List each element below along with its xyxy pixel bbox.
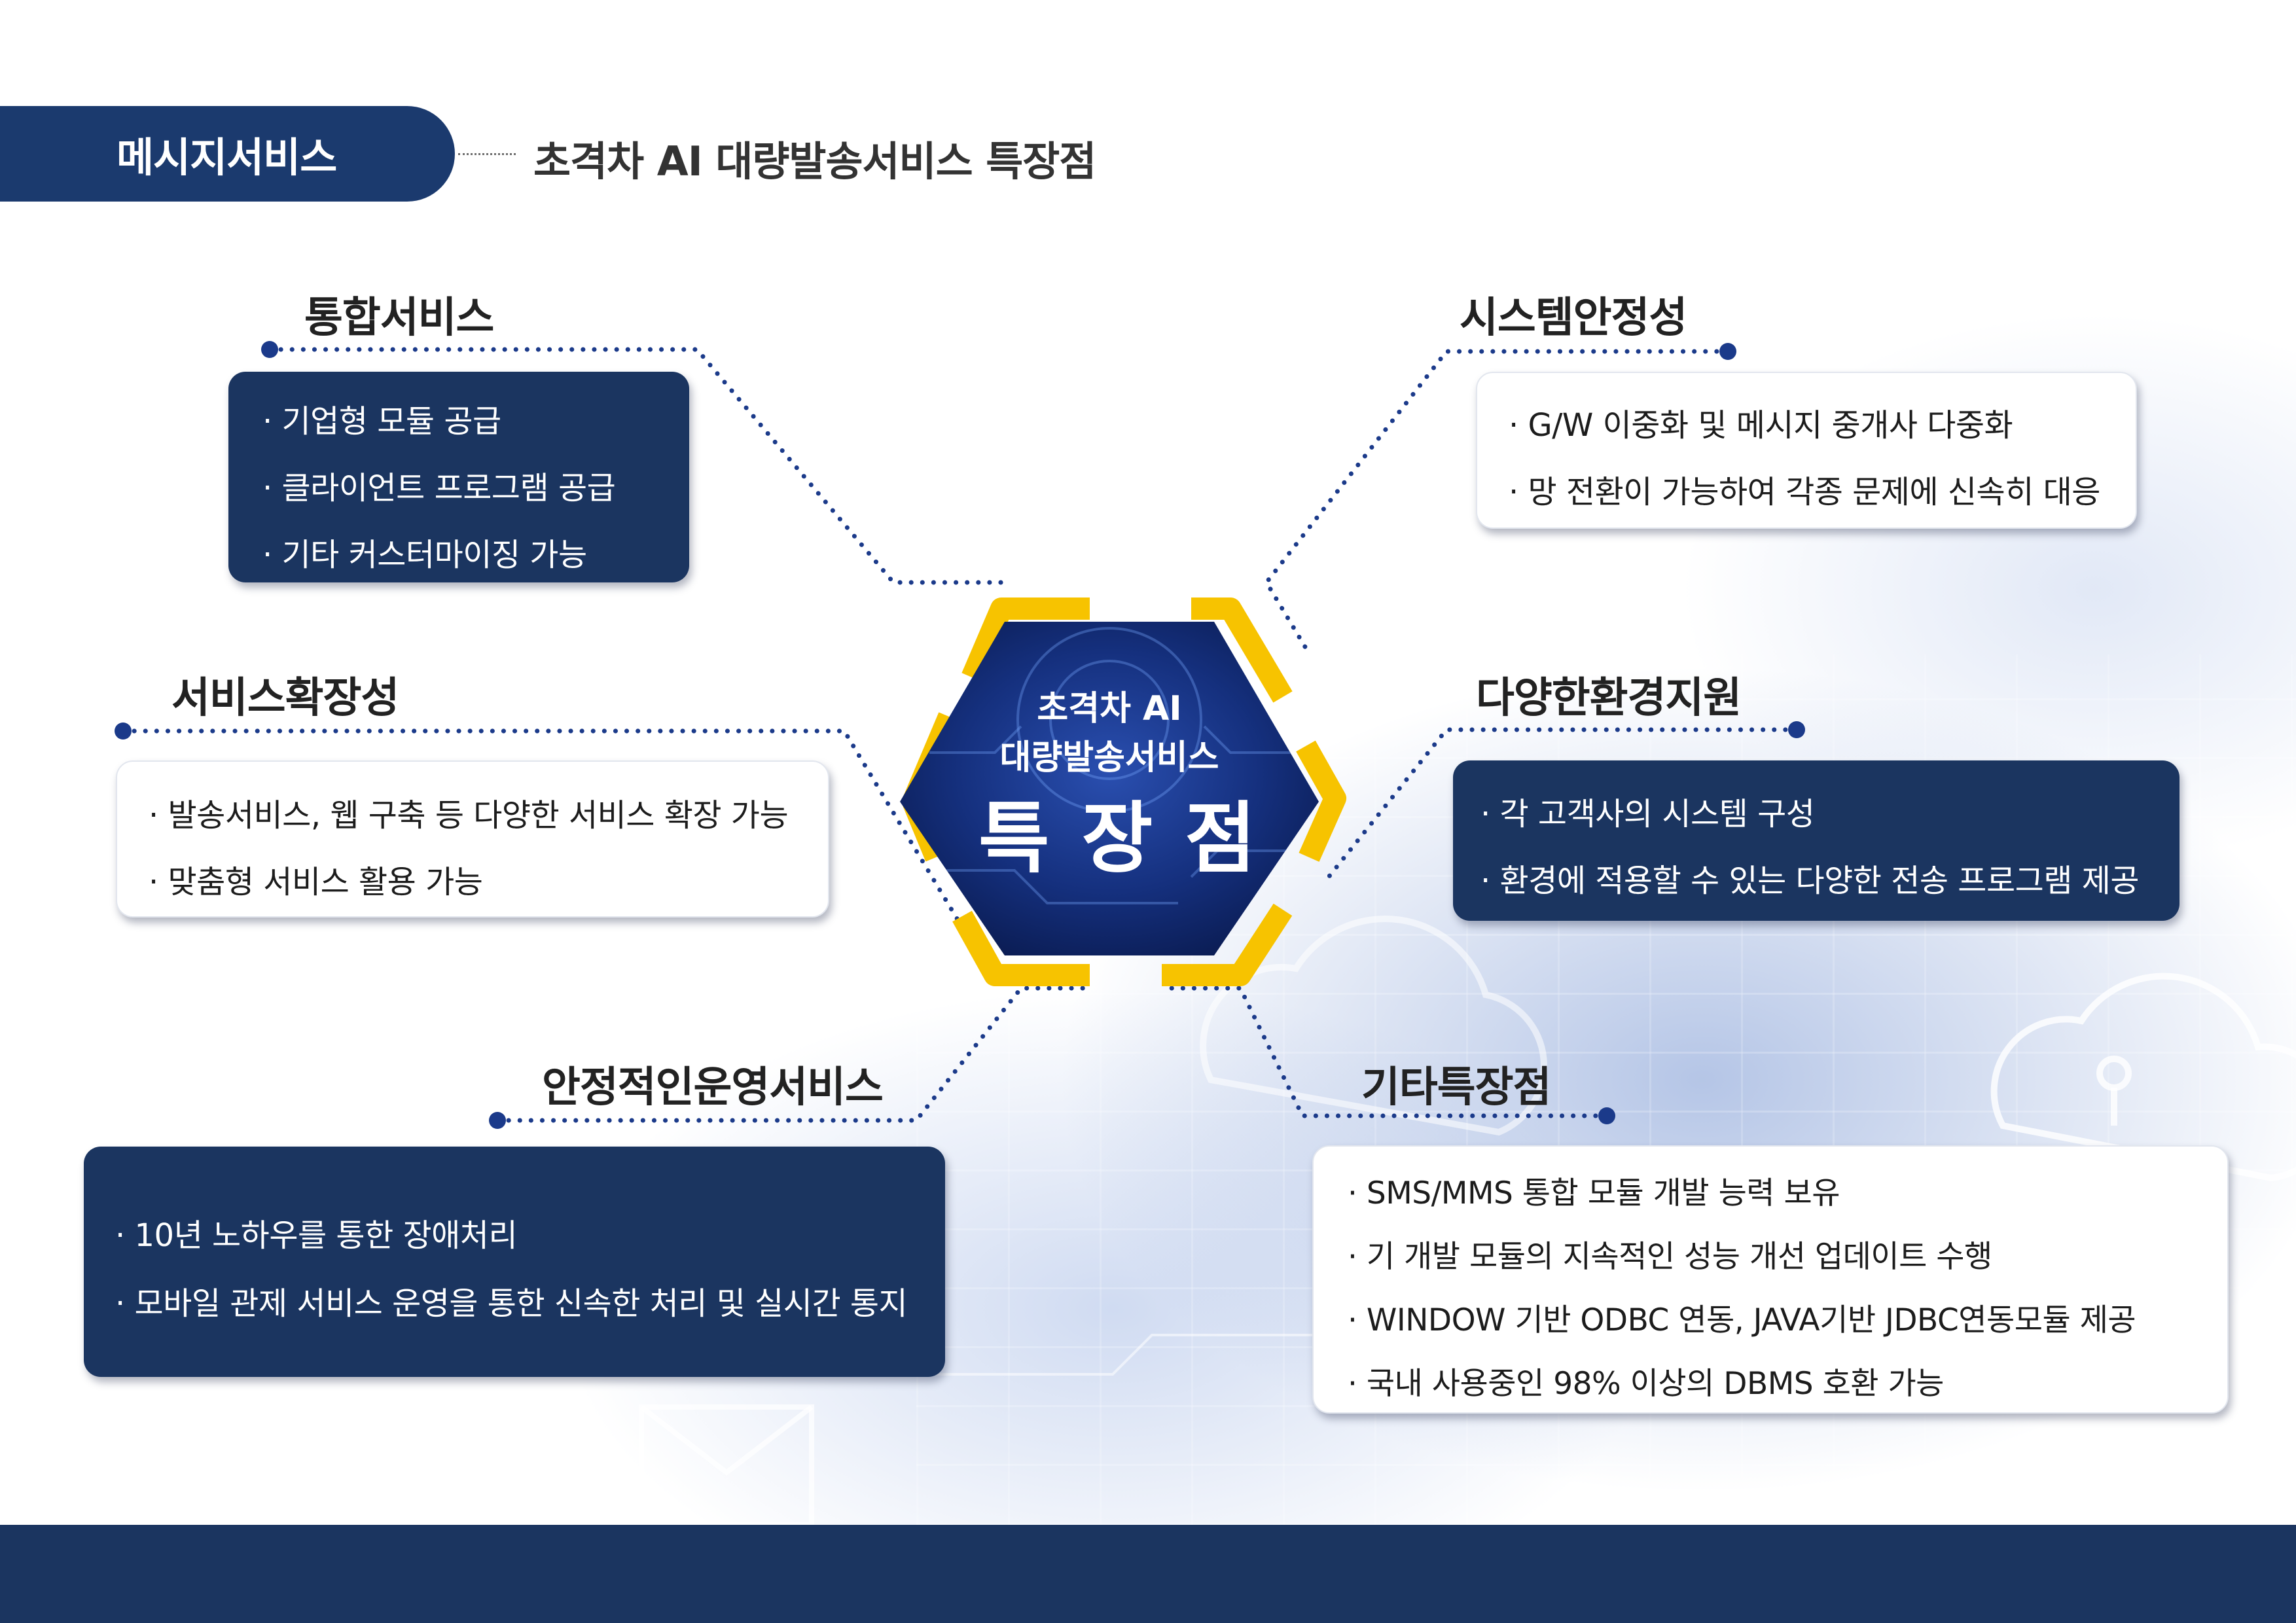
list-item: · 10년 노하우를 통한 장애처리 xyxy=(115,1209,945,1255)
center-line1: 초격차 AI xyxy=(1011,681,1208,730)
operation-box: · 10년 노하우를 통한 장애처리 · 모바일 관제 서비스 운영을 통한 신… xyxy=(84,1147,945,1377)
list-item: · 기 개발 모듈의 지속적인 성능 개선 업데이트 수행 xyxy=(1348,1231,2227,1276)
list-item: · 모바일 관제 서비스 운영을 통한 신속한 처리 및 실시간 통지 xyxy=(115,1277,945,1323)
list-item: · 환경에 적용할 수 있는 다양한 전송 프로그램 제공 xyxy=(1480,855,2179,901)
list-item: · 국내 사용중인 98% 이상의 DBMS 호환 가능 xyxy=(1348,1358,2227,1403)
section-title-others: 기타특장점 xyxy=(1361,1054,1551,1114)
list-item: · 각 고객사의 시스템 구성 xyxy=(1480,788,2179,834)
environment-box: · 각 고객사의 시스템 구성 · 환경에 적용할 수 있는 다양한 전송 프로… xyxy=(1453,760,2179,921)
stability-box: · G/W 이중화 및 메시지 중개사 다중화 · 망 전환이 가능하여 각종 … xyxy=(1476,372,2137,529)
center-line3: 특 장 점 xyxy=(978,776,1240,887)
expansion-box: · 발송서비스, 웹 구축 등 다양한 서비스 확장 가능 · 맞춤형 서비스 … xyxy=(116,760,829,918)
section-title-operation: 안정적인운영서비스 xyxy=(542,1054,883,1114)
section-title-expansion: 서비스확장성 xyxy=(171,664,399,724)
list-item: · G/W 이중화 및 메시지 중개사 다중화 xyxy=(1509,399,2136,445)
list-item: · 기업형 모듈 공급 xyxy=(262,395,689,441)
list-item: · 맞춤형 서비스 활용 가능 xyxy=(149,856,828,902)
center-line2: 대량발송서비스 xyxy=(978,730,1240,779)
list-item: · 망 전환이 가능하여 각종 문제에 신속히 대응 xyxy=(1509,466,2136,512)
section-title-stability: 시스템안정성 xyxy=(1460,284,1687,344)
others-box: · SMS/MMS 통합 모듈 개발 능력 보유 · 기 개발 모듈의 지속적인… xyxy=(1312,1145,2229,1414)
section-title-integrated: 통합서비스 xyxy=(304,284,493,344)
section-title-environment: 다양한환경지원 xyxy=(1476,664,1741,724)
list-item: · 발송서비스, 웹 구축 등 다양한 서비스 확장 가능 xyxy=(149,789,828,835)
footer-band xyxy=(0,1525,2296,1623)
list-item: · 기타 커스터마이징 가능 xyxy=(262,529,689,575)
integrated-box: · 기업형 모듈 공급 · 클라이언트 프로그램 공급 · 기타 커스터마이징 … xyxy=(228,372,689,582)
list-item: · 클라이언트 프로그램 공급 xyxy=(262,462,689,508)
list-item: · WINDOW 기반 ODBC 연동, JAVA기반 JDBC연동모듈 제공 xyxy=(1348,1294,2227,1340)
list-item: · SMS/MMS 통합 모듈 개발 능력 보유 xyxy=(1348,1168,2227,1213)
